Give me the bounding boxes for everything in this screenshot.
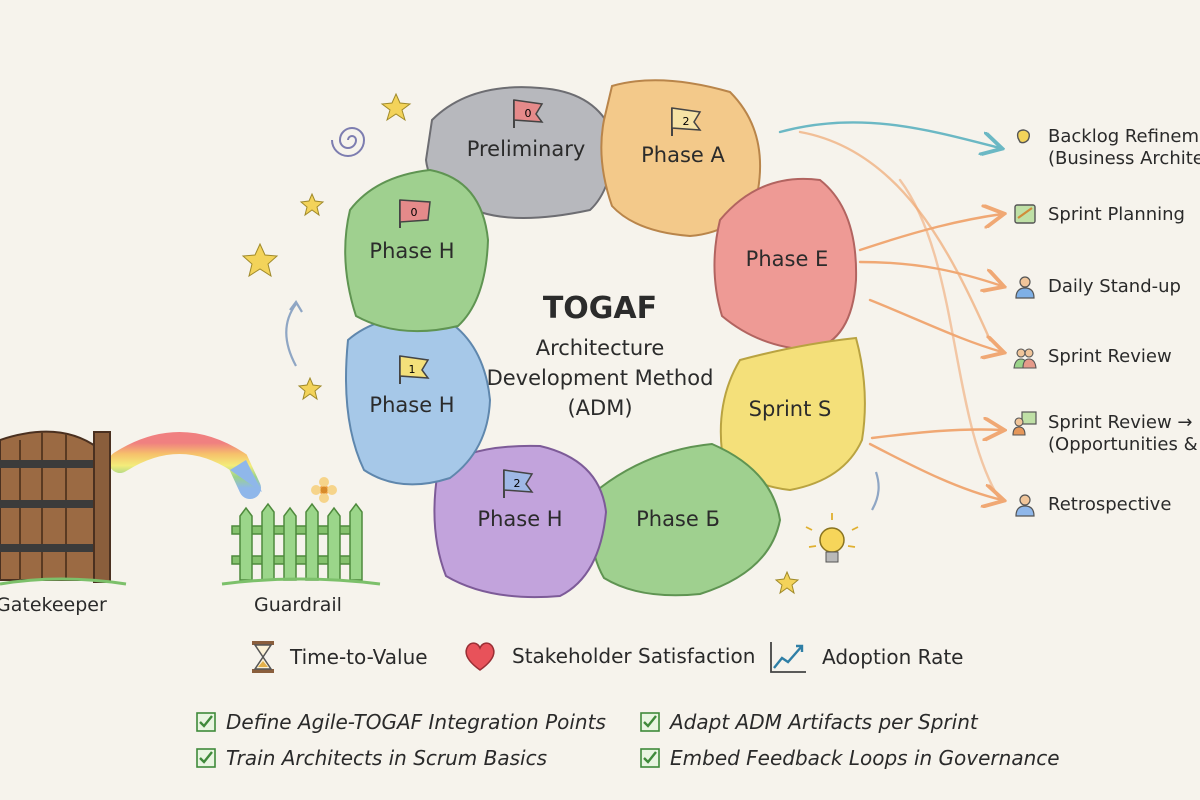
event-label: Daily Stand-up <box>1048 276 1181 297</box>
svg-text:0: 0 <box>525 107 532 120</box>
stone-label-phase-e: Phase E <box>746 247 829 271</box>
event-label-line2: (Business Architectu <box>1048 148 1200 169</box>
arrow-to-sprint-planning <box>858 214 1002 252</box>
center-line-2: Development Method <box>487 366 714 390</box>
event-sprint-review-opportunities[interactable]: Sprint Review → P (Opportunities & S <box>1012 411 1200 456</box>
cycle-arrow-icon <box>871 471 880 511</box>
check-icon <box>640 712 660 732</box>
stone-phase-a[interactable]: Phase A <box>600 79 762 238</box>
stone-phase-h-bottom[interactable]: Phase H <box>433 444 608 599</box>
star-icon <box>299 192 325 217</box>
metric-label: Adoption Rate <box>822 645 964 669</box>
center-label: TOGAF Architecture Development Method (A… <box>487 291 714 420</box>
stone-label-preliminary: Preliminary <box>467 137 586 161</box>
arrow-to-backlog-refinement <box>778 121 1000 148</box>
metric-label: Time-to-Value <box>290 645 428 669</box>
arrow-to-sprint-review-p <box>870 429 1002 438</box>
arrow-to-retrospective <box>868 442 1002 500</box>
action-item: Define Agile-TOGAF Integration Points <box>196 710 606 734</box>
star-icon <box>774 570 800 595</box>
heart-icon <box>465 642 495 671</box>
rainbow-arrow-icon <box>109 432 262 499</box>
stone-label-phase-h-top: Phase H <box>369 239 454 263</box>
center-line-1: Architecture <box>536 336 665 360</box>
stone-sprint-s[interactable]: Sprint S <box>719 336 866 492</box>
metric-adoption-rate: Adoption Rate <box>768 640 963 674</box>
center-line-3: (ADM) <box>567 396 632 420</box>
flower-icon <box>311 477 337 503</box>
gate-icon <box>0 430 127 586</box>
action-item: Train Architects in Scrum Basics <box>196 746 547 770</box>
arrow-to-daily-standup <box>858 260 1002 286</box>
metric-time-to-value: Time-to-Value <box>250 640 428 674</box>
check-icon <box>196 748 216 768</box>
stone-label-phase-h-left: Phase H <box>369 393 454 417</box>
flag-icon-phase-h-left: 1 <box>399 355 430 384</box>
person-icon <box>1015 276 1035 299</box>
arrow-curve-to-retro <box>898 178 1002 502</box>
event-label-line1: Backlog Refinement <box>1048 126 1200 147</box>
stone-label-phase-a: Phase A <box>641 143 725 167</box>
lightbulb-icon <box>805 513 859 563</box>
arrow-to-sprint-review <box>868 298 1002 352</box>
connector-arrows <box>778 121 1002 502</box>
action-item: Embed Feedback Loops in Governance <box>640 746 1060 770</box>
check-icon <box>640 748 660 768</box>
svg-text:1: 1 <box>409 363 416 376</box>
fence-icon <box>221 477 381 586</box>
presenter-icon <box>1012 411 1037 436</box>
flag-icon-phase-a: 2 <box>671 107 702 136</box>
event-label: Retrospective <box>1048 494 1172 515</box>
stone-label-phase-b: Phase Б <box>636 507 720 531</box>
action-item: Adapt ADM Artifacts per Sprint <box>640 710 978 734</box>
event-sprint-review[interactable]: Sprint Review <box>1013 346 1172 369</box>
stone-label-phase-h-bottom: Phase H <box>477 507 562 531</box>
flag-icon-phase-h-bottom: 2 <box>503 469 534 498</box>
svg-text:0: 0 <box>411 206 418 219</box>
decorations <box>241 92 880 595</box>
event-backlog-refinement[interactable]: Backlog Refinement (Business Architectu <box>1016 126 1200 170</box>
svg-text:2: 2 <box>514 477 521 490</box>
metric-label: Stakeholder Satisfaction <box>512 644 756 668</box>
team-icon <box>1013 348 1037 369</box>
stone-phase-h-top[interactable]: Phase H <box>344 168 490 333</box>
check-icon <box>196 712 216 732</box>
stone-phase-e[interactable]: Phase E <box>713 177 858 352</box>
planning-board-icon <box>1014 204 1036 224</box>
event-daily-standup[interactable]: Daily Stand-up <box>1015 276 1181 299</box>
guardrail-label: Guardrail <box>254 594 342 616</box>
star-icon <box>241 242 279 278</box>
spiral-icon <box>331 127 366 157</box>
person-icon <box>1015 494 1035 517</box>
stone-phase-h-left[interactable]: Phase H <box>345 314 492 486</box>
star-icon <box>297 376 323 401</box>
event-sprint-planning[interactable]: Sprint Planning <box>1014 204 1185 226</box>
gatekeeper-label: Gatekeeper <box>0 594 107 616</box>
stone-label-sprint-s: Sprint S <box>749 397 832 421</box>
lightbulb-icon <box>1016 129 1031 144</box>
flag-icon-phase-h-top: 0 <box>399 199 431 228</box>
event-label: Sprint Review <box>1048 346 1172 367</box>
cycle-arrow-icon <box>285 303 297 367</box>
metric-stakeholder-satisfaction: Stakeholder Satisfaction <box>462 640 755 672</box>
event-label-line2: (Opportunities & S <box>1048 434 1200 455</box>
svg-text:2: 2 <box>683 115 690 128</box>
hourglass-icon <box>252 641 274 673</box>
event-label: Sprint Planning <box>1048 204 1185 225</box>
flag-icon-preliminary: 0 <box>513 99 544 128</box>
star-icon <box>380 92 412 122</box>
stone-phase-b[interactable]: Phase Б <box>591 442 782 597</box>
trend-chart-icon <box>770 642 806 673</box>
event-retrospective[interactable]: Retrospective <box>1015 494 1172 517</box>
event-label-line1: Sprint Review → P <box>1048 412 1200 433</box>
center-title: TOGAF <box>543 291 657 326</box>
